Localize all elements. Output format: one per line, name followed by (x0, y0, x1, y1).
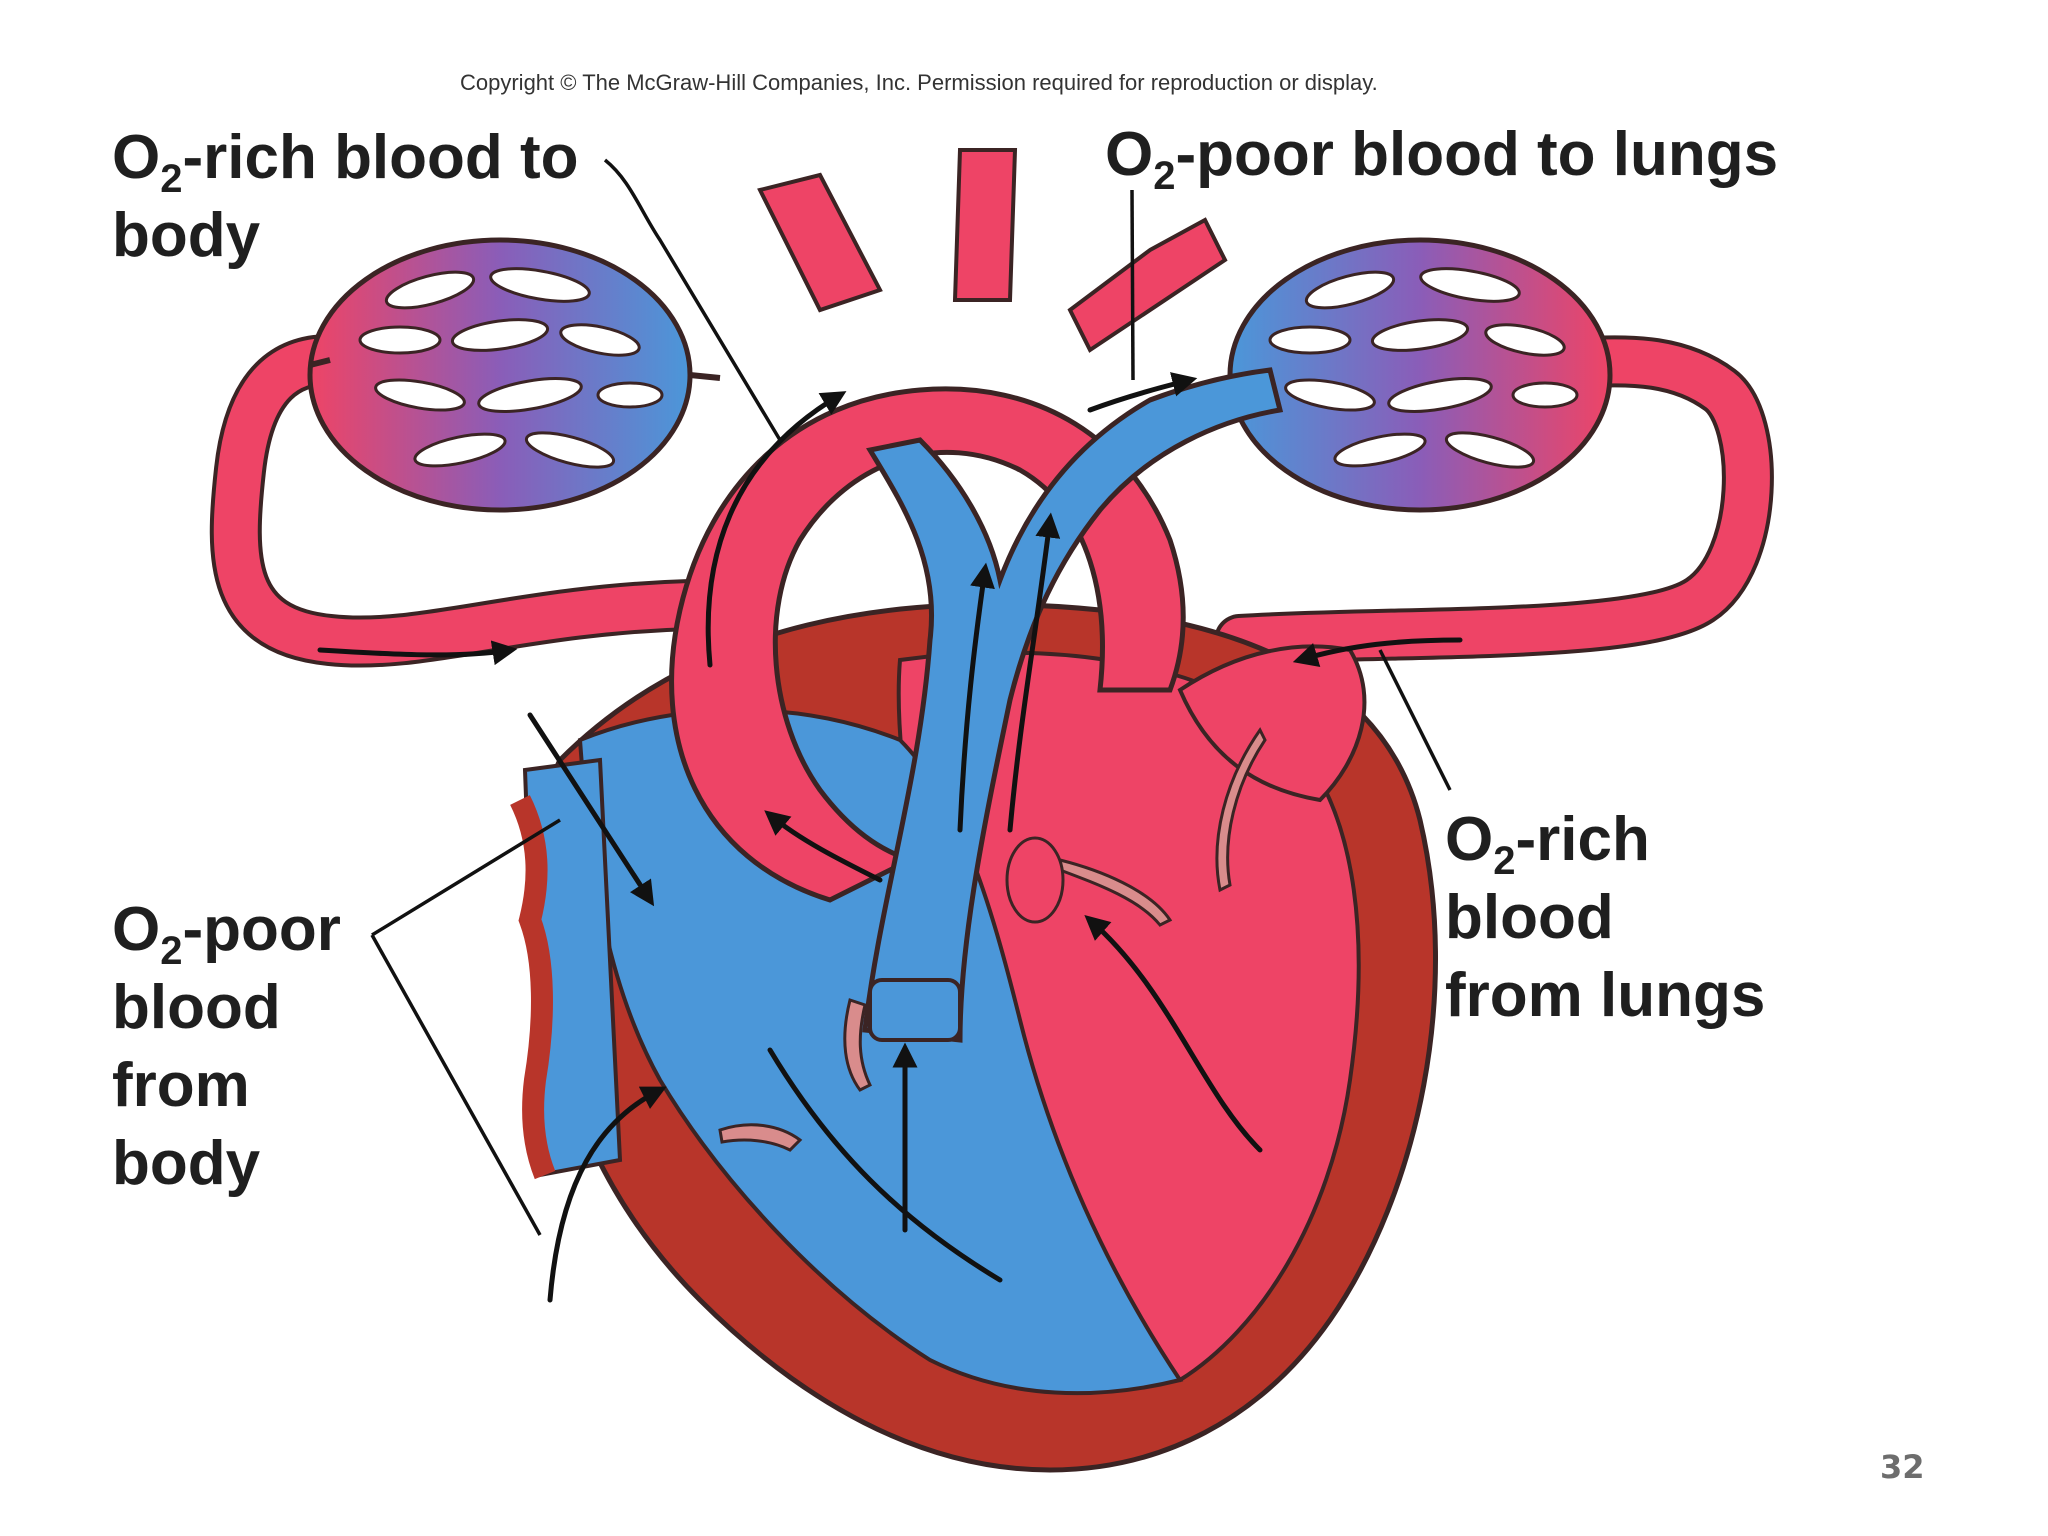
svg-text:O2-poor blood to lungs: O2-poor blood to lungs (1105, 120, 1778, 198)
pulmonary-loop (1214, 335, 1774, 666)
systemic-capillary-bed (307, 237, 721, 513)
svg-text:O2-poor: O2-poor (112, 895, 341, 973)
systemic-loop (209, 334, 716, 668)
vena-cava (510, 757, 623, 1180)
svg-text:body: body (112, 201, 261, 270)
label-o2-poor-blood-from-body: O2-poor blood from body (112, 895, 341, 1198)
copyright-notice: Copyright © The McGraw-Hill Companies, I… (460, 70, 1378, 95)
label-o2-poor-blood-to-lungs: O2-poor blood to lungs (1105, 120, 1778, 198)
aorta (669, 148, 1228, 903)
label-o2-rich-blood-from-lungs: O2-rich blood from lungs (1445, 805, 1765, 1030)
svg-text:O2-rich blood to: O2-rich blood to (112, 123, 579, 201)
svg-text:O2-rich: O2-rich (1445, 805, 1650, 883)
heart-valves (718, 727, 1267, 1152)
svg-text:from: from (112, 1051, 250, 1120)
page-number: 32 (1880, 1448, 1925, 1486)
svg-text:blood: blood (1445, 883, 1614, 952)
right-ventricle (577, 708, 1184, 1396)
svg-text:blood: blood (112, 973, 281, 1042)
leader-lines (370, 158, 1452, 1236)
pulmonary-capillary-bed (1227, 237, 1613, 513)
svg-text:body: body (112, 1129, 261, 1198)
flow-arrows (317, 372, 1463, 1303)
pulmonary-trunk (862, 367, 1284, 1043)
label-o2-rich-blood-to-body: O2-rich blood to body (112, 123, 579, 270)
svg-text:from lungs: from lungs (1445, 961, 1765, 1030)
